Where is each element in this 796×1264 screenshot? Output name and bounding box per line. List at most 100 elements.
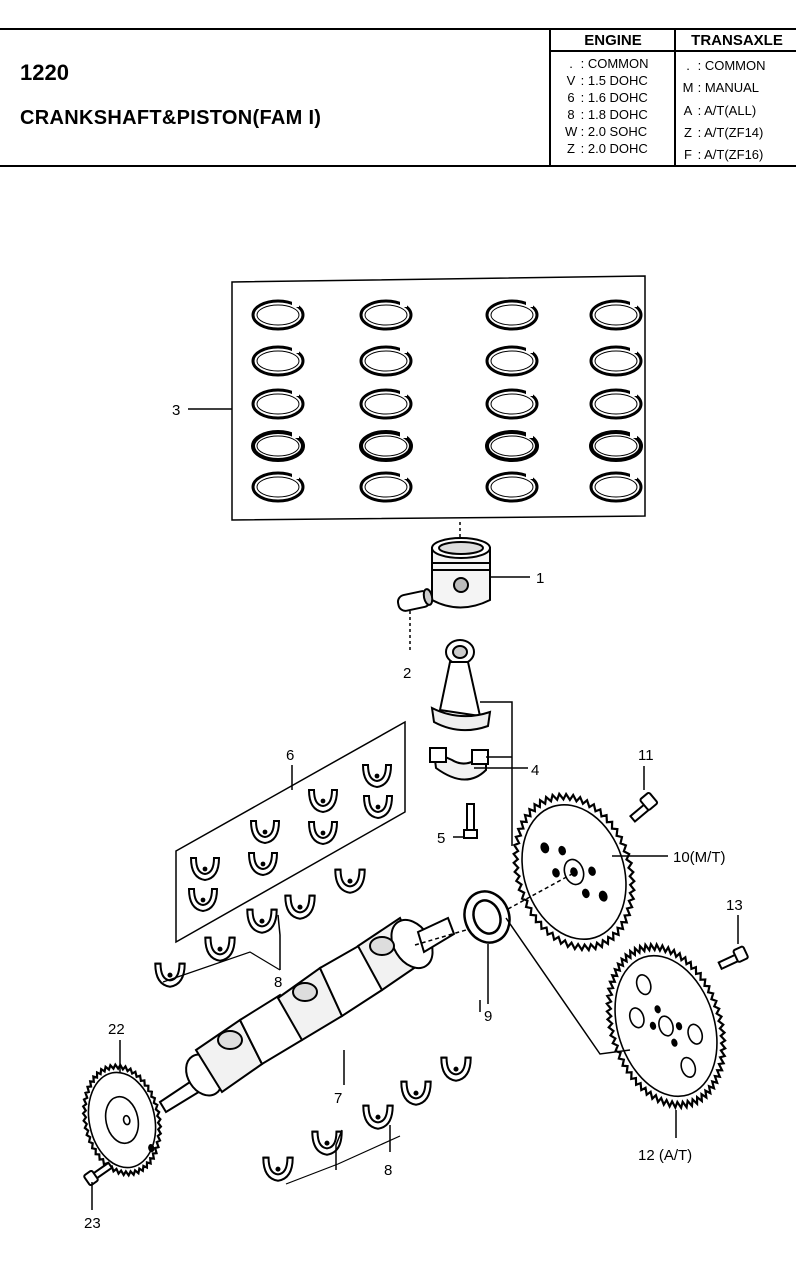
- main-bearing-shell: [262, 1156, 294, 1182]
- piston-ring: [359, 430, 413, 462]
- engine-legend-row: Z : 2.0 DOHC: [565, 141, 648, 157]
- callout-11: 11: [638, 747, 654, 764]
- main-bearing-shell: [154, 962, 186, 988]
- legend-desc: : MANUAL: [697, 80, 760, 95]
- callout-8-lower: 8: [384, 1162, 392, 1179]
- piston-ring: [359, 345, 413, 377]
- legend-desc: : A/T(ZF14): [697, 125, 764, 140]
- header-top-rule: [0, 28, 796, 30]
- callout-22: 22: [108, 1021, 125, 1038]
- piston: [431, 537, 491, 609]
- callout-8-upper: 8: [274, 974, 282, 991]
- exploded-parts-diagram: 3 1 2 4 5 6 11 10(M/T) 13 8 9 22 7 8 12 …: [81, 275, 749, 1232]
- piston-ring: [251, 388, 305, 420]
- piston-ring: [485, 471, 539, 503]
- callout-2: 2: [403, 665, 411, 682]
- engine-legend-row: . : COMMON: [565, 56, 648, 72]
- piston-ring: [589, 388, 643, 420]
- rod-bearing-shell: [189, 857, 221, 882]
- piston-ring: [485, 345, 539, 377]
- piston-pin: [396, 588, 434, 612]
- legend-code: W: [565, 124, 578, 139]
- piston-ring: [359, 299, 413, 331]
- main-bearing-shell: [204, 936, 236, 962]
- connecting-rod: [430, 639, 492, 732]
- sprocket-bolt: [83, 1161, 114, 1186]
- legend-code: F: [684, 147, 692, 162]
- page-title: CRANKSHAFT&PISTON(FAM I): [20, 107, 322, 129]
- callout-3: 3: [172, 402, 180, 419]
- main-bearing-shell: [284, 894, 316, 920]
- legend-code: 6: [567, 90, 575, 105]
- piston-ring: [251, 430, 305, 462]
- piston-ring: [485, 299, 539, 331]
- callout-12: 12 (A/T): [638, 1147, 692, 1164]
- rear-oil-seal: [463, 890, 511, 944]
- rod-bolt: [463, 803, 478, 839]
- legend-code: V: [566, 73, 576, 88]
- page-header: 1220 CRANKSHAFT&PISTON(FAM I) ENGINE . :…: [0, 0, 796, 168]
- flex-plate: [605, 941, 727, 1111]
- transaxle-legend-row: A : A/T(ALL): [682, 103, 757, 119]
- piston-ring: [485, 430, 539, 462]
- main-bearing-shell: [440, 1056, 472, 1082]
- legend-code: Z: [684, 125, 692, 140]
- piston-ring: [589, 471, 643, 503]
- main-bearing-shell: [246, 908, 278, 934]
- page-number: 1220: [20, 60, 69, 85]
- legend-desc: : 1.8 DOHC: [580, 107, 648, 122]
- transaxle-legend-heading: TRANSAXLE: [676, 30, 796, 52]
- ring-set-frame: [231, 275, 646, 521]
- transaxle-legend: TRANSAXLE . : COMMON M : MANUAL A : A/T(…: [674, 30, 796, 166]
- piston-ring: [251, 471, 305, 503]
- legend-desc: : COMMON: [697, 58, 766, 73]
- flywheel-bolt: [629, 791, 659, 823]
- main-bearing-shell: [334, 868, 366, 894]
- legend-desc: : 1.6 DOHC: [580, 90, 648, 105]
- callout-1: 1: [536, 570, 544, 587]
- piston-ring: [589, 430, 643, 462]
- legend-code: .: [686, 58, 690, 73]
- piston-ring: [359, 388, 413, 420]
- transaxle-legend-row: . : COMMON: [682, 58, 766, 74]
- rod-bearing-shell: [307, 821, 339, 846]
- legend-code: A: [683, 103, 693, 118]
- rod-bearing-shell: [187, 888, 219, 913]
- main-bearing-shells-lower: [262, 1056, 472, 1185]
- legend-code: Z: [567, 141, 575, 156]
- rod-bearing-set: [175, 720, 406, 944]
- rod-bearing-shell: [362, 795, 394, 820]
- piston-ring-set: [231, 275, 646, 521]
- main-bearing-shell: [400, 1080, 432, 1106]
- legend-code: 8: [567, 107, 575, 122]
- legend-desc: : 2.0 DOHC: [580, 141, 648, 156]
- piston-ring: [251, 299, 305, 331]
- piston-ring: [359, 471, 413, 503]
- callouts: 3 1 2 4 5 6 11 10(M/T) 13 8 9 22 7 8 12 …: [84, 402, 743, 1232]
- engine-legend: ENGINE . : COMMON V : 1.5 DOHC 6 : 1.6 D…: [549, 30, 675, 166]
- legend-desc: : A/T(ALL): [697, 103, 757, 118]
- crank-sprocket: [81, 1062, 163, 1178]
- callout-23: 23: [84, 1215, 101, 1232]
- transaxle-legend-row: Z : A/T(ZF14): [682, 125, 763, 141]
- rod-bearing-shell: [307, 789, 339, 814]
- header-bottom-rule: [0, 165, 796, 167]
- ring-grid: [251, 299, 643, 503]
- piston-ring: [589, 345, 643, 377]
- callout-7: 7: [334, 1090, 342, 1107]
- legend-code: .: [569, 56, 573, 71]
- piston-ring: [589, 299, 643, 331]
- rod-cap: [429, 747, 489, 781]
- main-bearing-shells-upper: [154, 868, 366, 988]
- rod-bearing-shells: [187, 764, 394, 913]
- legend-code: M: [682, 80, 694, 95]
- flexplate-bolt: [717, 945, 749, 971]
- crankshaft: [158, 916, 456, 1114]
- callout-9: 9: [484, 1008, 492, 1025]
- engine-legend-heading: ENGINE: [551, 30, 675, 52]
- piston-ring: [251, 345, 305, 377]
- flywheel: [512, 791, 636, 953]
- rod-bearing-shell: [361, 764, 393, 789]
- callout-4: 4: [531, 762, 539, 779]
- leader-lines: [91, 408, 739, 1210]
